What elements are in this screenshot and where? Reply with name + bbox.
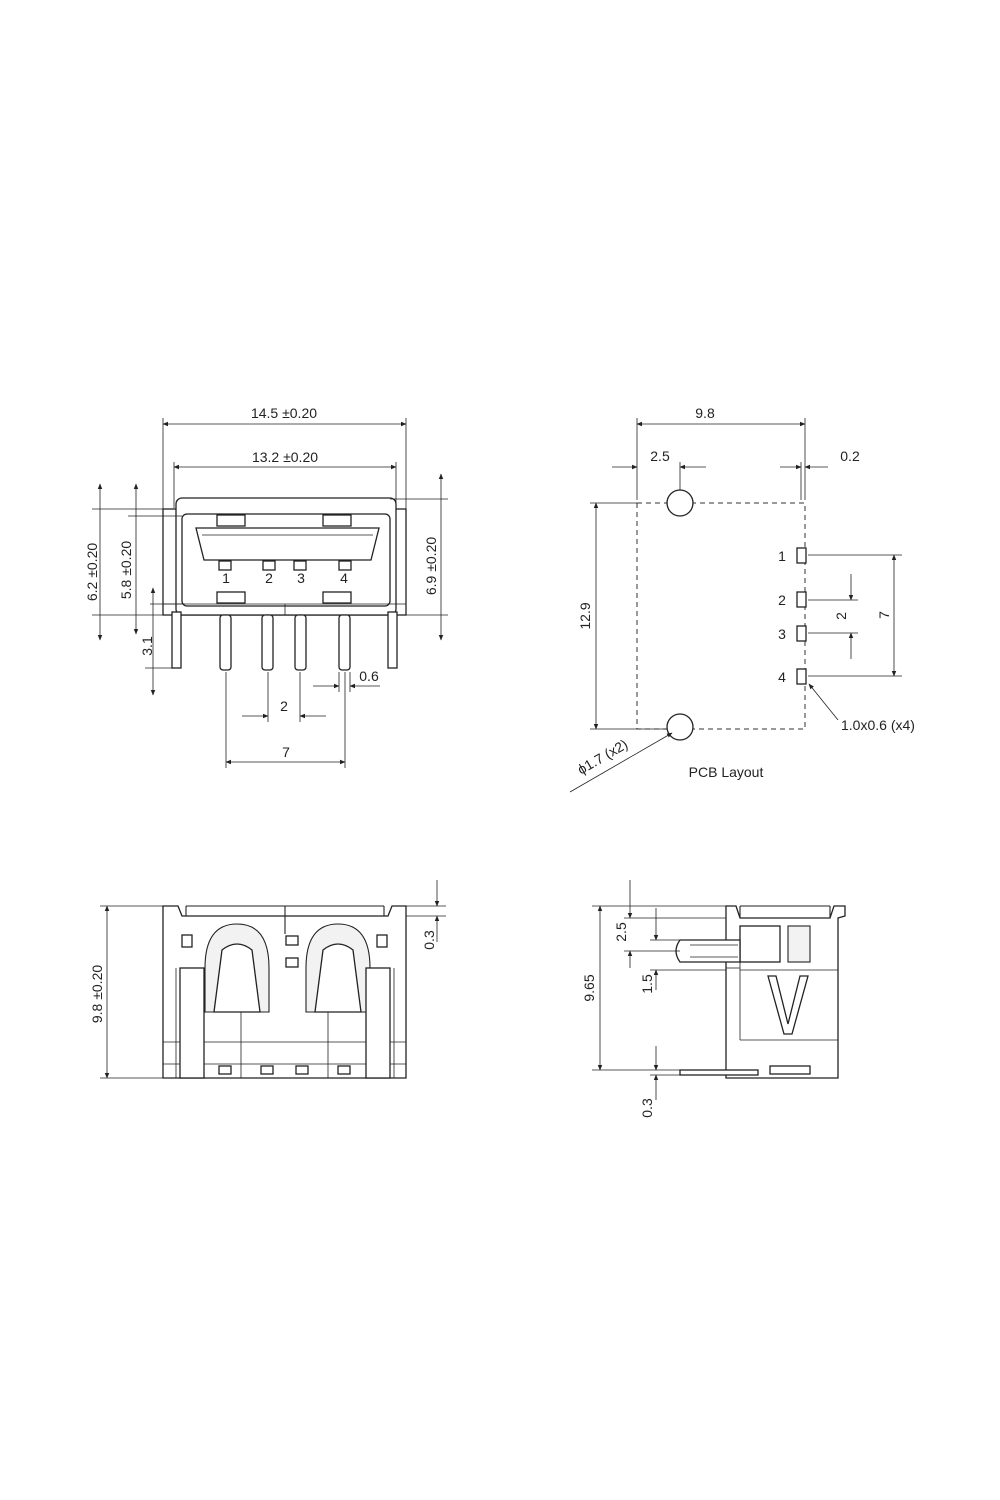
pcb-outline (636, 502, 806, 730)
pin-pitch-label: 2 (280, 698, 288, 714)
dim-inner-width: 13.2 ±0.20 (173, 449, 397, 508)
pin-label-4: 4 (340, 570, 348, 586)
pad-label-3: 3 (778, 626, 786, 642)
dim-pin-width (313, 672, 380, 692)
pin-span-label: 7 (282, 744, 290, 760)
inner-width-label: 13.2 ±0.20 (252, 449, 318, 465)
contact-height-label: 2.5 (613, 922, 629, 942)
rear-height-label: 9.8 ±0.20 (89, 965, 105, 1023)
edge-offset-label: 0.2 (840, 448, 860, 464)
pin-label-1: 1 (222, 570, 230, 586)
left-inner-height-label: 5.8 ±0.20 (118, 541, 134, 599)
rear-top-step-label: 0.3 (421, 930, 437, 950)
pin-label-3: 3 (297, 570, 305, 586)
pcb-width-label: 9.8 (695, 405, 715, 421)
pad-label-1: 1 (778, 548, 786, 564)
right-height-label: 6.9 ±0.20 (423, 537, 439, 595)
overall-width-label: 14.5 ±0.20 (251, 405, 317, 421)
pad-label-4: 4 (778, 669, 786, 685)
pin-width-label: 0.6 (359, 668, 379, 684)
connector-housing-rear (162, 905, 407, 1079)
pcb-layout: 9.8 2.5 0.2 12.9 1 2 3 4 2 (569, 405, 915, 793)
pad-span-label: 7 (876, 611, 892, 619)
pad-1 (796, 547, 807, 564)
dim-overall-width: 14.5 ±0.20 (162, 405, 407, 510)
connector-housing-side (675, 905, 846, 1079)
dim-right-height (390, 473, 448, 641)
pad-2 (796, 591, 807, 608)
hole-offset-label: 2.5 (650, 448, 670, 464)
dim-left-heights (92, 483, 182, 696)
side-view: 9.65 2.5 1.5 0.3 (581, 880, 846, 1118)
side-height-label: 9.65 (581, 974, 597, 1001)
contact-offset-label: 1.5 (639, 974, 655, 994)
mounting-hole-top (666, 489, 694, 517)
side-bottom-step-label: 0.3 (639, 1098, 655, 1118)
pin-label-2: 2 (265, 570, 273, 586)
pad-4 (796, 668, 807, 685)
pcb-height-label: 12.9 (577, 602, 593, 629)
pin-offset-label: 3.1 (139, 636, 155, 656)
pad-size-label: 1.0x0.6 (x4) (841, 717, 915, 733)
rear-view: 9.8 ±0.20 0.3 (89, 880, 446, 1079)
dim-pin-pitch (225, 672, 346, 768)
pad-label-2: 2 (778, 592, 786, 608)
left-outer-height-label: 6.2 ±0.20 (84, 543, 100, 601)
front-view: 14.5 ±0.20 13.2 ±0.20 (84, 405, 448, 768)
mounting-hole-bottom (666, 713, 694, 741)
pcb-layout-title: PCB Layout (689, 764, 764, 780)
connector-housing-front (162, 497, 407, 671)
pad-3 (796, 625, 807, 642)
hole-dia-label: ϕ1.7 (x2) (575, 736, 631, 778)
pad-pitch-label: 2 (833, 612, 849, 620)
